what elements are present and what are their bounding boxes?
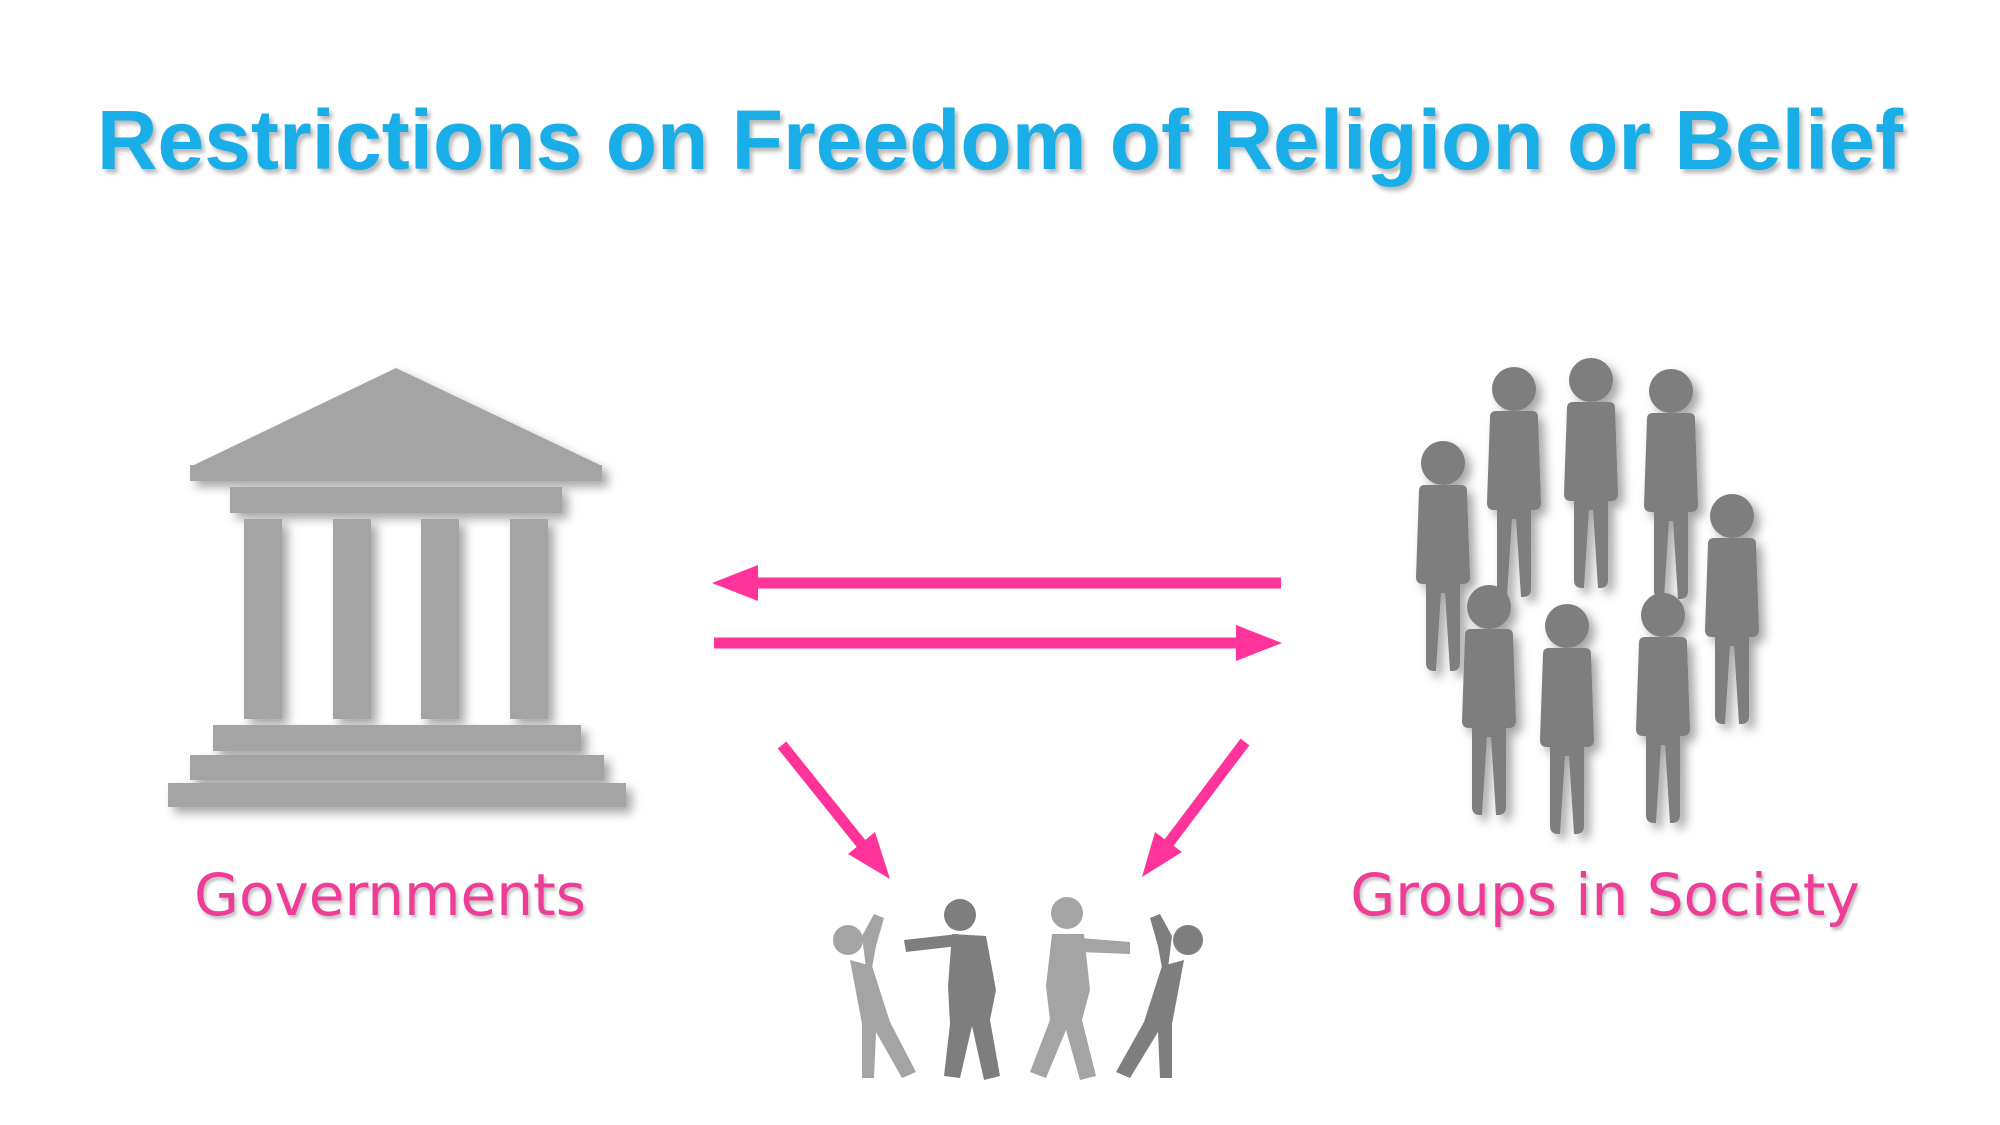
crowd-people-icon [1416, 358, 1759, 834]
arrow-governments-to-conflict [777, 741, 890, 879]
groups-in-society-label: Groups in Society [1350, 861, 1860, 929]
page-title: Restrictions on Freedom of Religion or B… [96, 93, 1904, 187]
governments-label: Governments [194, 861, 586, 929]
arrow-groups-to-conflict [1142, 738, 1250, 877]
government-building-icon [168, 368, 626, 807]
fighting-people-icon [833, 897, 1203, 1080]
arrow-governments-to-groups [714, 625, 1282, 661]
arrow-groups-to-governments [712, 565, 1281, 601]
